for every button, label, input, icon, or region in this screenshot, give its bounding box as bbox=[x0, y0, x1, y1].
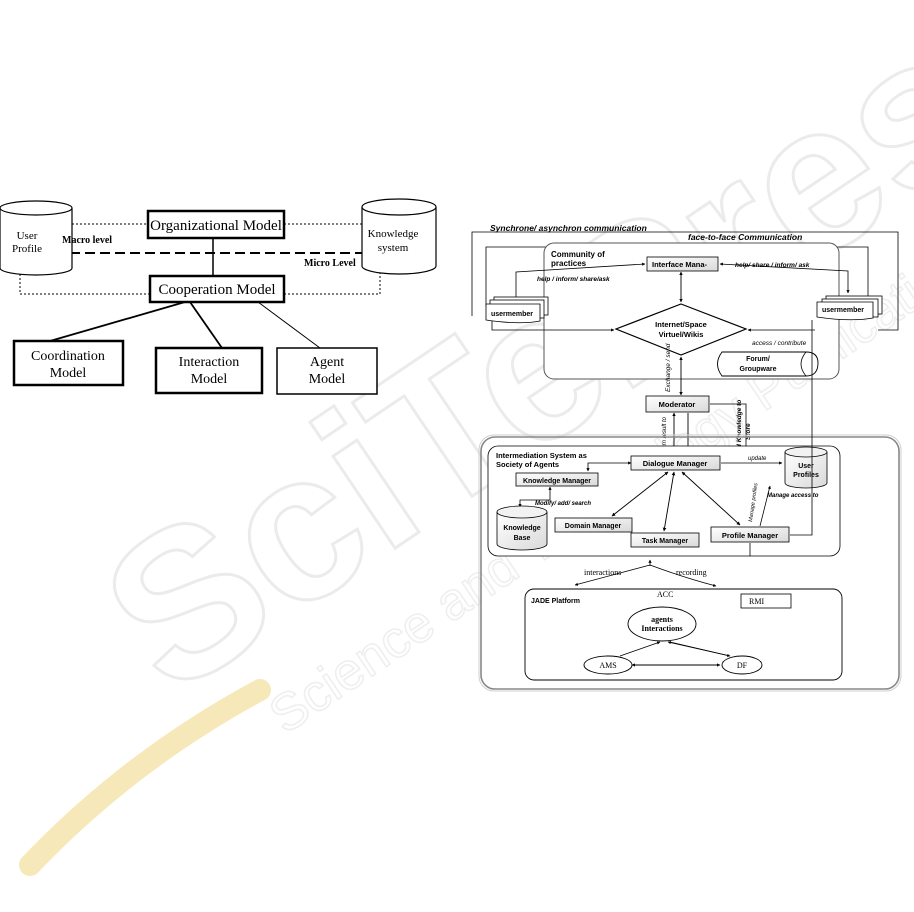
knowledge-base-line1: Knowledge bbox=[503, 525, 540, 532]
manage-access-label: Manage access to bbox=[767, 493, 819, 499]
exchange-label: Exchange / send bbox=[665, 343, 672, 392]
task-manager-box bbox=[630, 532, 700, 548]
coordination-model-line2: Model bbox=[50, 366, 87, 381]
modify-label: Modify/ add/ search bbox=[535, 501, 591, 507]
coordination-model-box bbox=[12, 339, 125, 387]
forum-line2: Groupware bbox=[740, 366, 777, 373]
cooperation-model-box bbox=[148, 274, 286, 304]
agent-model-line1: Agent bbox=[310, 355, 344, 370]
forum-shape bbox=[717, 351, 819, 377]
agents-interactions-line2: Interactions bbox=[641, 624, 682, 633]
intermediation-line1: Intermediation System as bbox=[496, 451, 587, 460]
micro-level-label: Micro Level bbox=[304, 258, 356, 269]
internet-space-diamond bbox=[614, 303, 748, 356]
user-profiles-line2: Profiles bbox=[793, 472, 819, 479]
interaction-model-box bbox=[154, 346, 264, 395]
macro-level-label: Macro level bbox=[62, 235, 112, 246]
knowledge-manager-box bbox=[515, 472, 599, 487]
organizational-model-label: Organizational Model bbox=[150, 218, 282, 234]
recording-label: recording bbox=[676, 568, 707, 577]
interaction-model-line2: Model bbox=[191, 372, 228, 387]
usermember-left: usermember bbox=[485, 296, 549, 324]
jade-label: JADE Platform bbox=[531, 598, 580, 605]
access-contribute-label: access / contribute bbox=[752, 340, 807, 347]
interface-manager-label: Interface Mana- bbox=[652, 260, 708, 269]
agents-interactions-line1: agents bbox=[651, 615, 673, 624]
domain-manager-label: Domain Manager bbox=[565, 523, 622, 530]
knowledge-manager-label: Knowledge Manager bbox=[523, 478, 591, 485]
help-left-label: help / inform/ share/ask bbox=[537, 276, 610, 283]
df-label: DF bbox=[737, 661, 748, 670]
forum-line1: Forum/ bbox=[746, 356, 770, 363]
user-profile-cylinder: User Profile bbox=[0, 200, 73, 276]
user-profile-line1: User bbox=[17, 230, 38, 242]
send-knowledge-line2: Store bbox=[745, 423, 752, 440]
user-profiles-line1: User bbox=[798, 463, 814, 470]
profile-manager-label: Profile Manager bbox=[722, 531, 778, 540]
coordination-model-line1: Coordination bbox=[31, 349, 105, 364]
dialogue-manager-label: Dialogue Manager bbox=[643, 459, 708, 468]
ams-label: AMS bbox=[599, 661, 616, 670]
update-label: update bbox=[748, 456, 767, 462]
watermark: SciTePress Science and Technology Public… bbox=[19, 0, 914, 876]
moderator-box bbox=[645, 395, 710, 413]
interface-manager-box bbox=[646, 256, 719, 272]
knowledge-system-cylinder: Knowledge system bbox=[361, 198, 437, 275]
usermember-right-label: usermember bbox=[822, 307, 864, 314]
outer-system-box bbox=[480, 436, 900, 690]
user-profile-line2: Profile bbox=[12, 243, 42, 255]
right-diagram: Synchrone/ asynchron communication face-… bbox=[471, 223, 902, 692]
intermediation-line2: Society of Agents bbox=[496, 460, 559, 469]
organizational-model-box bbox=[146, 209, 286, 240]
face-label: face-to-face Communication bbox=[688, 232, 802, 242]
knowledge-system-line1: Knowledge bbox=[368, 228, 419, 240]
agent-model-line2: Model bbox=[309, 372, 346, 387]
rmi-box bbox=[740, 593, 792, 609]
usermember-right: usermember bbox=[816, 295, 883, 321]
community-line2: practices bbox=[551, 259, 587, 268]
usermember-left-label: usermember bbox=[491, 311, 533, 318]
agent-model-box bbox=[276, 347, 378, 395]
manage-profiles-label: Manage profiles bbox=[748, 482, 759, 522]
knowledge-base-line2: Base bbox=[514, 535, 531, 542]
synchrone-label: Synchrone/ asynchron communication bbox=[490, 223, 647, 233]
watermark-swoosh bbox=[19, 679, 271, 876]
agents-interactions-ellipse bbox=[627, 606, 697, 642]
knowledge-base-cylinder: Knowledge Base bbox=[496, 505, 548, 551]
df-ellipse bbox=[721, 655, 763, 675]
task-manager-label: Task Manager bbox=[642, 538, 688, 545]
user-profiles-cylinder: User Profiles bbox=[784, 446, 828, 489]
profile-manager-box bbox=[710, 526, 790, 543]
community-line1: Community of bbox=[551, 250, 605, 259]
domain-manager-box bbox=[554, 517, 633, 533]
acc-label: ACC bbox=[657, 590, 673, 599]
internet-space-line2: Virtuel/Wikis bbox=[659, 330, 704, 339]
interaction-model-line1: Interaction bbox=[179, 355, 240, 370]
moderator-label: Moderator bbox=[659, 400, 696, 409]
rmi-label: RMI bbox=[749, 597, 764, 606]
interactions-label: interactions bbox=[584, 568, 621, 577]
send-knowledge-line1: Send Knowledge to bbox=[736, 400, 743, 460]
left-diagram: User Profile Knowledge system Organizati… bbox=[0, 198, 437, 395]
cooperation-model-label: Cooperation Model bbox=[158, 282, 275, 298]
knowledge-system-line2: system bbox=[378, 242, 409, 254]
internet-space-line1: Internet/Space bbox=[655, 320, 707, 329]
